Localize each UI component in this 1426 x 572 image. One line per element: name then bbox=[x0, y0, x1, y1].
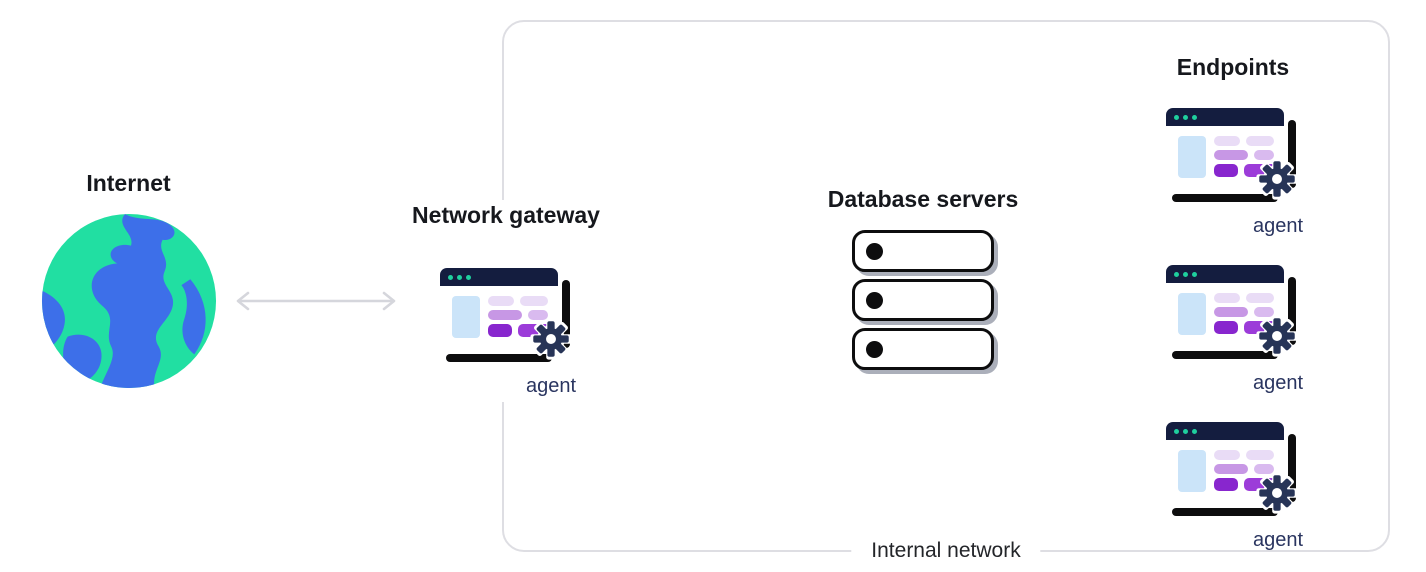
titlebar-dot bbox=[1183, 271, 1188, 277]
agent-label: agent bbox=[1252, 215, 1304, 237]
agent-label: agent bbox=[525, 375, 577, 397]
content-pill bbox=[528, 310, 548, 320]
content-pane bbox=[452, 296, 480, 338]
database-servers-title: Database servers bbox=[827, 186, 1019, 212]
window-shadow-bottom bbox=[1172, 351, 1278, 359]
content-pill bbox=[1214, 450, 1240, 460]
content-pill bbox=[1214, 164, 1238, 177]
content-pill bbox=[1254, 307, 1274, 317]
server-bar bbox=[852, 328, 994, 370]
database-servers-group: Database servers bbox=[818, 184, 1028, 377]
content-pill bbox=[1214, 464, 1248, 474]
window-shadow-right bbox=[1288, 120, 1296, 188]
titlebar-dot bbox=[448, 274, 453, 280]
content-pill bbox=[1246, 450, 1274, 460]
titlebar-dot bbox=[1183, 428, 1188, 434]
content-pill bbox=[1214, 478, 1238, 491]
content-pill bbox=[1254, 150, 1274, 160]
content-pill bbox=[488, 310, 522, 320]
content-pane bbox=[1178, 136, 1206, 178]
window-shadow-right bbox=[1288, 434, 1296, 502]
titlebar-dot bbox=[1192, 271, 1197, 277]
titlebar-dot bbox=[457, 274, 462, 280]
titlebar-dot bbox=[1174, 271, 1179, 277]
bidirectional-arrow-icon bbox=[236, 291, 396, 311]
server-indicator-dot bbox=[866, 291, 883, 309]
endpoint-agent: agent bbox=[1158, 265, 1308, 395]
content-pill bbox=[1214, 150, 1248, 160]
gear-icon bbox=[1256, 315, 1298, 357]
window-shadow-right bbox=[562, 280, 570, 348]
titlebar-dot bbox=[1174, 114, 1179, 120]
server-stack-icon bbox=[852, 230, 994, 370]
window-shadow-right bbox=[1288, 277, 1296, 345]
window-shadow-bottom bbox=[1172, 194, 1278, 202]
internet-group: Internet bbox=[30, 168, 227, 390]
content-pill bbox=[1246, 136, 1274, 146]
server-bar bbox=[852, 279, 994, 321]
gear-icon bbox=[1256, 472, 1298, 514]
agent-label: agent bbox=[1252, 529, 1304, 551]
agent-workstation-icon bbox=[1166, 108, 1298, 202]
browser-window bbox=[1166, 265, 1284, 345]
agent-label: agent bbox=[1252, 372, 1304, 394]
agent-workstation-icon bbox=[1166, 265, 1298, 359]
globe-icon bbox=[41, 213, 216, 389]
titlebar-dot bbox=[1183, 114, 1188, 120]
network-gateway-title: Network gateway bbox=[412, 202, 600, 228]
endpoints-title: Endpoints bbox=[1176, 54, 1290, 80]
content-pill bbox=[1214, 321, 1238, 334]
content-pill bbox=[1214, 136, 1240, 146]
content-pill bbox=[1214, 307, 1248, 317]
browser-titlebar bbox=[1166, 265, 1284, 283]
content-pill bbox=[488, 296, 514, 306]
agent-workstation-icon bbox=[1166, 422, 1298, 516]
content-pill bbox=[1246, 293, 1274, 303]
server-indicator-dot bbox=[866, 242, 883, 260]
titlebar-dot bbox=[1192, 114, 1197, 120]
content-pill bbox=[520, 296, 548, 306]
window-shadow-bottom bbox=[446, 354, 552, 362]
content-pill bbox=[488, 324, 512, 337]
browser-titlebar bbox=[1166, 108, 1284, 126]
endpoint-agent: agent bbox=[1158, 108, 1308, 238]
server-indicator-dot bbox=[866, 340, 883, 358]
titlebar-dot bbox=[1174, 428, 1179, 434]
titlebar-dot bbox=[466, 274, 471, 280]
gear-icon bbox=[530, 318, 572, 360]
endpoint-agent: agent bbox=[1158, 422, 1308, 552]
browser-titlebar bbox=[1166, 422, 1284, 440]
window-shadow-bottom bbox=[1172, 508, 1278, 516]
endpoints-group: Endpoints bbox=[1158, 52, 1308, 572]
internet-title: Internet bbox=[86, 170, 171, 196]
agent-workstation-icon bbox=[440, 268, 572, 362]
browser-window bbox=[1166, 108, 1284, 188]
server-bar bbox=[852, 230, 994, 272]
content-pill bbox=[1254, 464, 1274, 474]
internal-network-label: Internal network bbox=[851, 539, 1041, 563]
gear-icon bbox=[1256, 158, 1298, 200]
content-pill bbox=[1214, 293, 1240, 303]
content-pane bbox=[1178, 293, 1206, 335]
browser-titlebar bbox=[440, 268, 558, 286]
content-pane bbox=[1178, 450, 1206, 492]
network-gateway-group: Network gateway bbox=[398, 200, 614, 402]
titlebar-dot bbox=[1192, 428, 1197, 434]
